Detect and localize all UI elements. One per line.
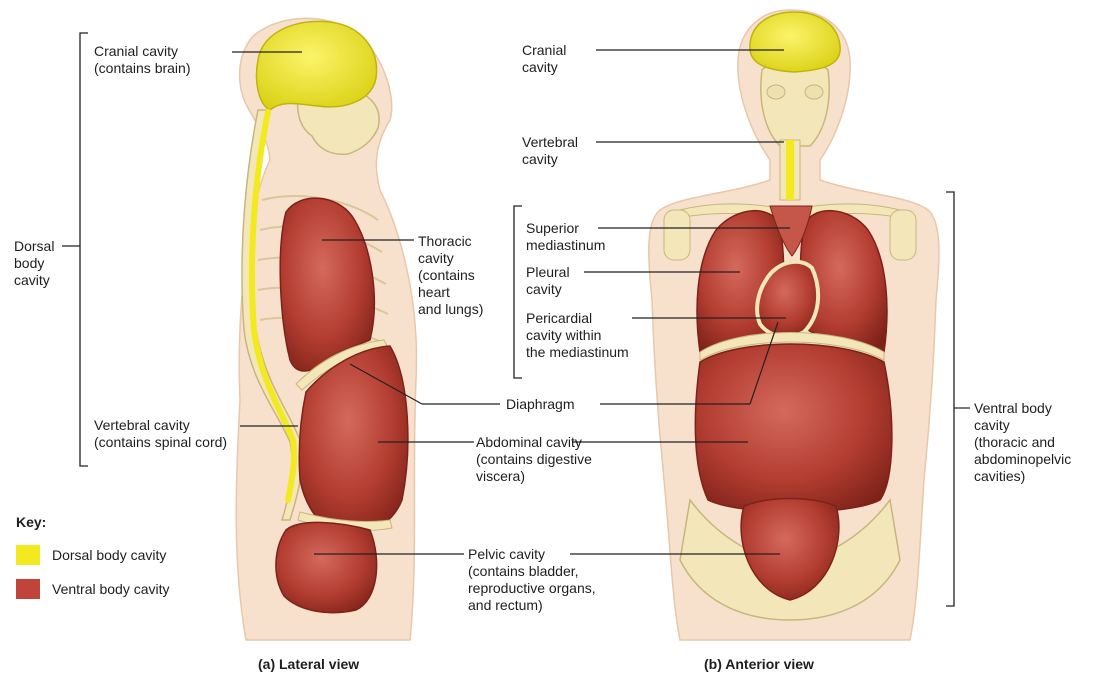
anterior-abdominal-cavity: [695, 344, 892, 512]
legend-label-ventral: Ventral body cavity: [52, 581, 170, 598]
legend-label-dorsal: Dorsal body cavity: [52, 547, 166, 564]
mediastinum-bracket: [514, 206, 522, 378]
lateral-figure: [236, 18, 416, 640]
label-vertebral-cavity-lateral: Vertebral cavity (contains spinal cord): [94, 417, 227, 451]
label-diaphragm: Diaphragm: [506, 396, 574, 413]
label-pleural-cavity: Pleural cavity: [526, 264, 570, 298]
label-pelvic-cavity: Pelvic cavity (contains bladder, reprodu…: [468, 546, 596, 614]
caption-lateral-view: (a) Lateral view: [258, 656, 359, 672]
legend-swatch-ventral: [16, 579, 40, 599]
label-cranial-cavity-lateral: Cranial cavity (contains brain): [94, 43, 191, 77]
label-superior-mediastinum: Superior mediastinum: [526, 220, 605, 254]
legend-title: Key:: [16, 514, 46, 530]
label-cranial-cavity-anterior: Cranial cavity: [522, 42, 566, 76]
anterior-figure: [649, 10, 939, 640]
anterior-brain-dorsal-cavity: [750, 12, 840, 72]
label-ventral-body-cavity: Ventral body cavity (thoracic and abdomi…: [974, 400, 1071, 485]
label-thoracic-cavity: Thoracic cavity (contains heart and lung…: [418, 233, 483, 318]
label-abdominal-cavity: Abdominal cavity (contains digestive vis…: [476, 434, 592, 485]
anterior-skull: [761, 63, 829, 147]
label-vertebral-cavity-anterior: Vertebral cavity: [522, 134, 578, 168]
ventral-bracket: [946, 192, 954, 606]
label-dorsal-body-cavity: Dorsal body cavity: [14, 238, 54, 289]
caption-anterior-view: (b) Anterior view: [704, 656, 814, 672]
lateral-pelvic-cavity: [276, 522, 377, 612]
legend-swatch-dorsal: [16, 545, 40, 565]
dorsal-bracket: [80, 33, 88, 466]
label-pericardial-cavity: Pericardial cavity within the mediastinu…: [526, 310, 629, 361]
anterior-spinal-cord: [786, 140, 794, 200]
lateral-brain-dorsal-cavity: [257, 21, 377, 110]
